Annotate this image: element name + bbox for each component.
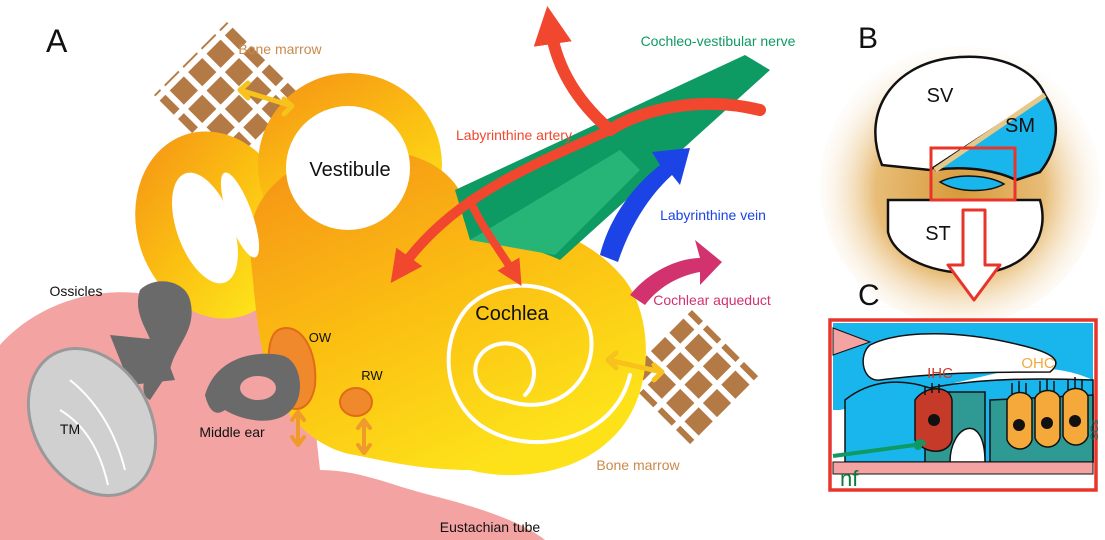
cochleo-vestibular-nerve-label: Cochleo-vestibular nerve [641, 33, 796, 49]
nf-label: nf [840, 466, 859, 491]
cochlea-label: Cochlea [475, 303, 549, 325]
ow-label: OW [309, 330, 332, 345]
ihc-label: IHC [927, 365, 953, 382]
labyrinthine-artery-label: Labyrinthine artery [456, 127, 572, 143]
vestibule-label: Vestibule [309, 159, 390, 181]
st-label: ST [925, 223, 951, 245]
eustachian-tube-label: Eustachian tube [440, 519, 541, 535]
bone-marrow-top-label: Bone marrow [238, 41, 322, 57]
panel-a-letter: A [46, 23, 68, 59]
sm-label: SM [1005, 115, 1035, 137]
tm-label: TM [60, 421, 80, 437]
panel-c-letter: C [858, 279, 880, 312]
outer-hair-cells [1007, 377, 1088, 449]
ohc-label: OHC [1021, 355, 1055, 372]
cochlear-aqueduct-label: Cochlear aqueduct [653, 292, 771, 308]
sv-label: SV [927, 85, 954, 107]
labyrinthine-vein-label: Labyrinthine vein [660, 207, 766, 223]
bone-marrow-bottom-label: Bone marrow [596, 457, 680, 473]
middle-ear-label: Middle ear [199, 424, 265, 440]
panel-b-letter: B [858, 22, 878, 55]
panel-a: A Bone marrow Cochleo-vestibular nerve L… [0, 22, 796, 540]
scs-label: SCs [1089, 419, 1101, 440]
round-window [340, 388, 372, 416]
rw-label: RW [361, 368, 383, 383]
ossicles-label: Ossicles [50, 283, 103, 299]
